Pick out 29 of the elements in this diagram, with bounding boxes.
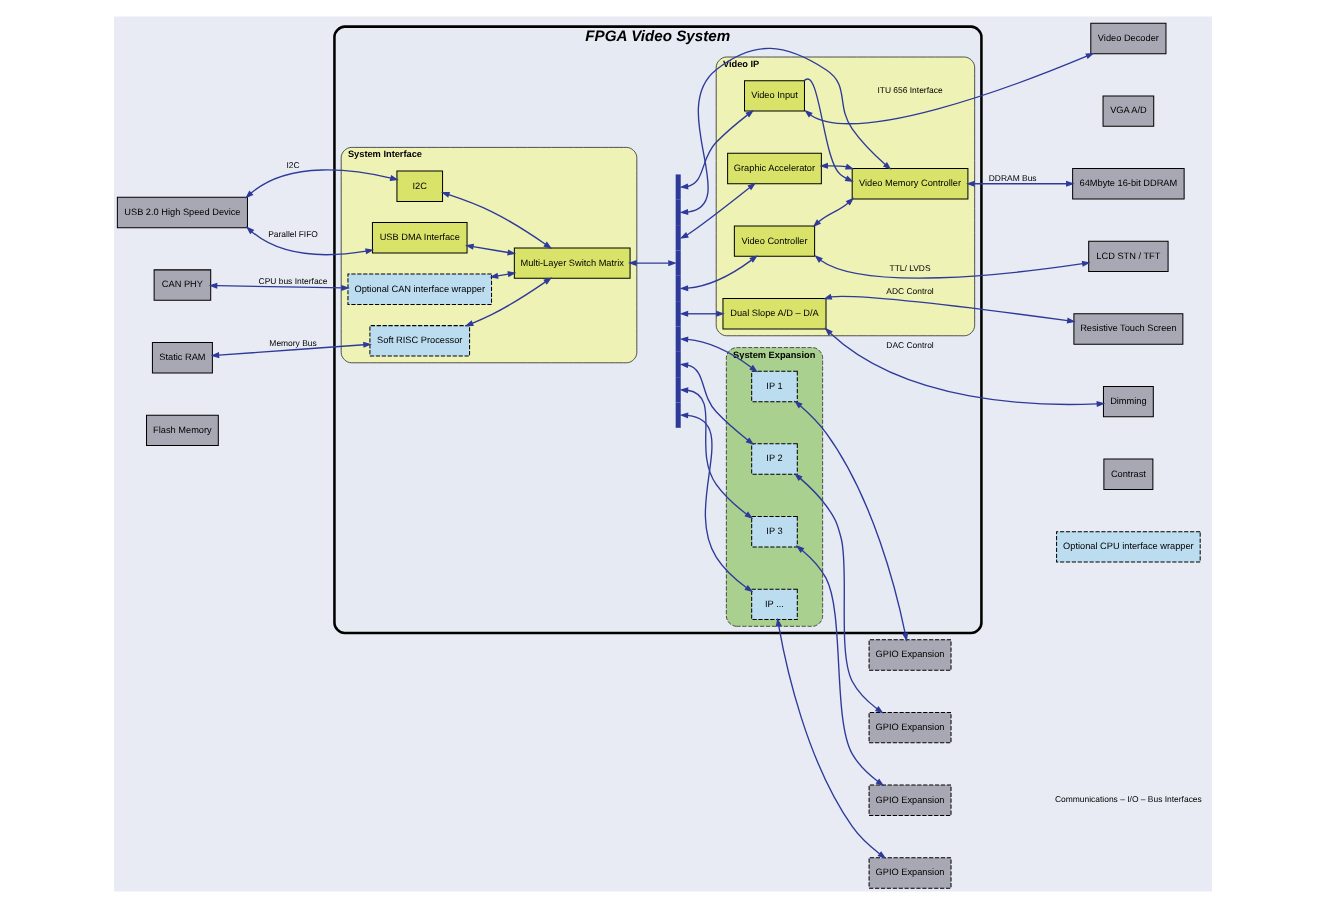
arrow xyxy=(679,109,755,190)
arrow xyxy=(814,255,1091,279)
arrow xyxy=(679,336,758,373)
arrow xyxy=(823,293,1076,324)
arrow xyxy=(819,162,855,170)
arrow xyxy=(679,387,754,519)
arrow xyxy=(679,362,755,446)
arrow xyxy=(679,412,754,593)
arrow xyxy=(775,617,887,859)
arrow xyxy=(794,400,909,642)
arrow xyxy=(245,226,375,256)
arrow xyxy=(794,473,884,714)
arrow xyxy=(628,260,677,267)
arrow xyxy=(812,197,855,228)
arrow xyxy=(679,310,725,317)
arrow xyxy=(464,277,553,327)
arrow xyxy=(804,52,1095,125)
arrow xyxy=(795,545,885,787)
arrow xyxy=(208,282,350,291)
arrow xyxy=(440,191,553,249)
arrow xyxy=(679,47,892,216)
arrow xyxy=(465,243,517,256)
arrow xyxy=(966,180,1075,187)
arrow xyxy=(803,78,854,182)
arrow xyxy=(679,255,758,292)
arrow xyxy=(245,169,399,199)
arrow xyxy=(210,341,372,359)
arrow xyxy=(824,327,1106,407)
arrow xyxy=(679,182,757,239)
